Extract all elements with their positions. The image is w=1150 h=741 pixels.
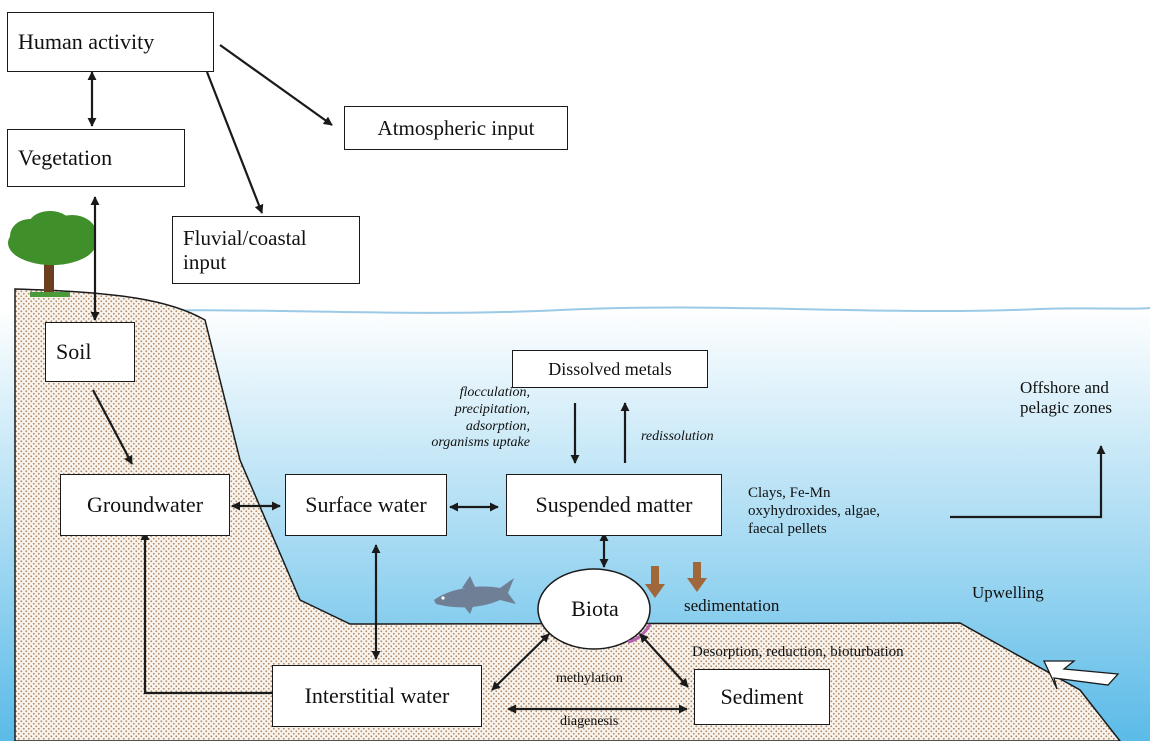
redissolution-label: redissolution xyxy=(641,429,714,446)
methylation-label: methylation xyxy=(556,671,623,688)
fluvial-input-label-line2: input xyxy=(183,250,226,274)
processes-label-line2: precipitation, xyxy=(380,402,530,419)
diagenesis-label: diagenesis xyxy=(560,714,618,731)
interstitial-water-box: Interstitial water xyxy=(272,665,482,727)
upwelling-label: Upwelling xyxy=(972,583,1044,603)
suspended-matter-label: Suspended matter xyxy=(535,492,692,517)
atmospheric-input-label: Atmospheric input xyxy=(378,116,535,140)
dissolved-metals-label: Dissolved metals xyxy=(548,359,672,380)
interstitial-water-label: Interstitial water xyxy=(305,683,450,708)
offshore-label-line1: Offshore and xyxy=(1020,378,1112,398)
groundwater-box: Groundwater xyxy=(60,474,230,536)
fluvial-input-label-line1: Fluvial/coastal xyxy=(183,226,307,250)
human-activity-box: Human activity xyxy=(7,12,214,72)
soil-label: Soil xyxy=(56,339,91,364)
offshore-label-line2: pelagic zones xyxy=(1020,398,1112,418)
particles-label-line1: Clays, Fe-Mn xyxy=(748,484,880,502)
processes-label: flocculation, precipitation, adsorption,… xyxy=(380,385,530,452)
groundwater-label: Groundwater xyxy=(87,492,203,517)
sediment-box: Sediment xyxy=(694,669,830,725)
dissolved-metals-box: Dissolved metals xyxy=(512,350,708,388)
processes-label-line4: organisms uptake xyxy=(380,435,530,452)
vegetation-label: Vegetation xyxy=(18,145,112,170)
human-activity-label: Human activity xyxy=(18,29,154,54)
tree-icon xyxy=(8,211,96,297)
particles-label: Clays, Fe-Mn oxyhydroxides, algae, faeca… xyxy=(748,484,880,538)
vegetation-box: Vegetation xyxy=(7,129,185,187)
particles-label-line2: oxyhydroxides, algae, xyxy=(748,502,880,520)
sediment-label: Sediment xyxy=(720,684,803,709)
surface-water-label: Surface water xyxy=(305,492,427,517)
arrow-human-fluvial xyxy=(207,72,262,213)
desorption-label: Desorption, reduction, bioturbation xyxy=(692,643,904,661)
processes-label-line1: flocculation, xyxy=(380,385,530,402)
fluvial-input-box: Fluvial/coastal input xyxy=(172,216,360,284)
atmospheric-input-box: Atmospheric input xyxy=(344,106,568,150)
processes-label-line3: adsorption, xyxy=(380,419,530,436)
suspended-matter-box: Suspended matter xyxy=(506,474,722,536)
biota-label: Biota xyxy=(560,596,630,622)
surface-water-box: Surface water xyxy=(285,474,447,536)
soil-box: Soil xyxy=(45,322,135,382)
arrow-human-atmospheric xyxy=(220,45,332,125)
particles-label-line3: faecal pellets xyxy=(748,520,880,538)
sedimentation-label: sedimentation xyxy=(684,596,779,616)
offshore-label: Offshore and pelagic zones xyxy=(1020,378,1112,419)
